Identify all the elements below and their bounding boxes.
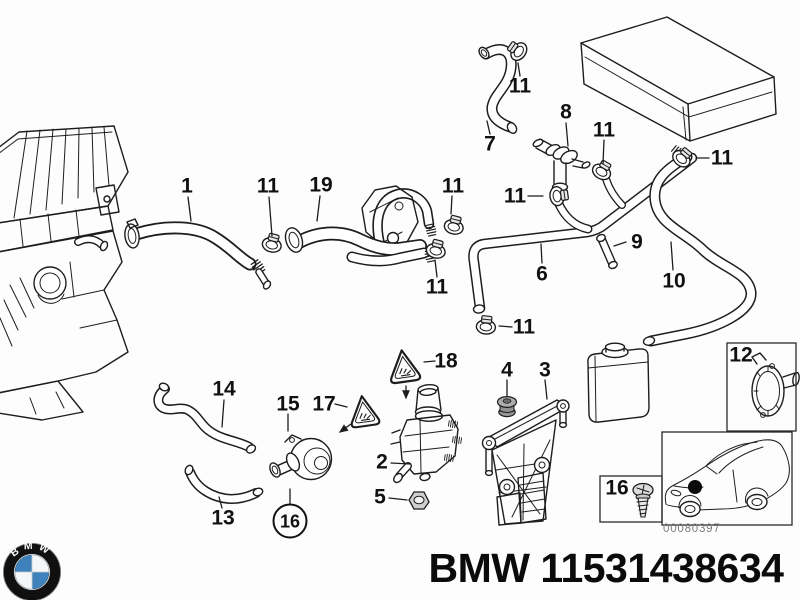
seal-part-12-drawing [751, 352, 800, 418]
part-location-dot [688, 480, 702, 494]
diagram-code: 00080397 [663, 523, 721, 535]
warning-triangle-17-icon [338, 393, 381, 433]
bmw-logo: BMW [3, 540, 61, 600]
screw-part-16-drawing [632, 482, 654, 518]
hose-14-drawing [153, 382, 257, 454]
inset-box-12 [726, 342, 797, 432]
hose-19-drawing [284, 185, 438, 267]
hose-1-drawing [124, 218, 272, 290]
part-number-caption: BMW 11531438634 [408, 548, 800, 589]
nut-drawing [408, 491, 430, 510]
hose-7-drawing [478, 44, 518, 134]
hose-13-drawing [184, 464, 264, 504]
warning-triangle-18-icon [386, 347, 422, 400]
hose-6-drawing [468, 152, 698, 314]
car-silhouette-drawing [664, 439, 790, 518]
aux-water-pump-drawing [269, 434, 333, 481]
hose-10-drawing [642, 151, 757, 347]
callout-leader-lines [187, 62, 710, 509]
grommet-drawing [496, 396, 518, 418]
part-number-text: 11531438634 [540, 545, 784, 591]
water-valve-drawing [390, 383, 463, 484]
inset-box-16 [599, 475, 663, 523]
hose-9-drawing [596, 233, 618, 270]
bracket-drawing [481, 399, 570, 526]
brand-text: BMW [428, 545, 530, 591]
expansion-tank-drawing [587, 342, 650, 423]
heater-core-drawing [580, 16, 777, 142]
engine-block-drawing [0, 125, 129, 421]
